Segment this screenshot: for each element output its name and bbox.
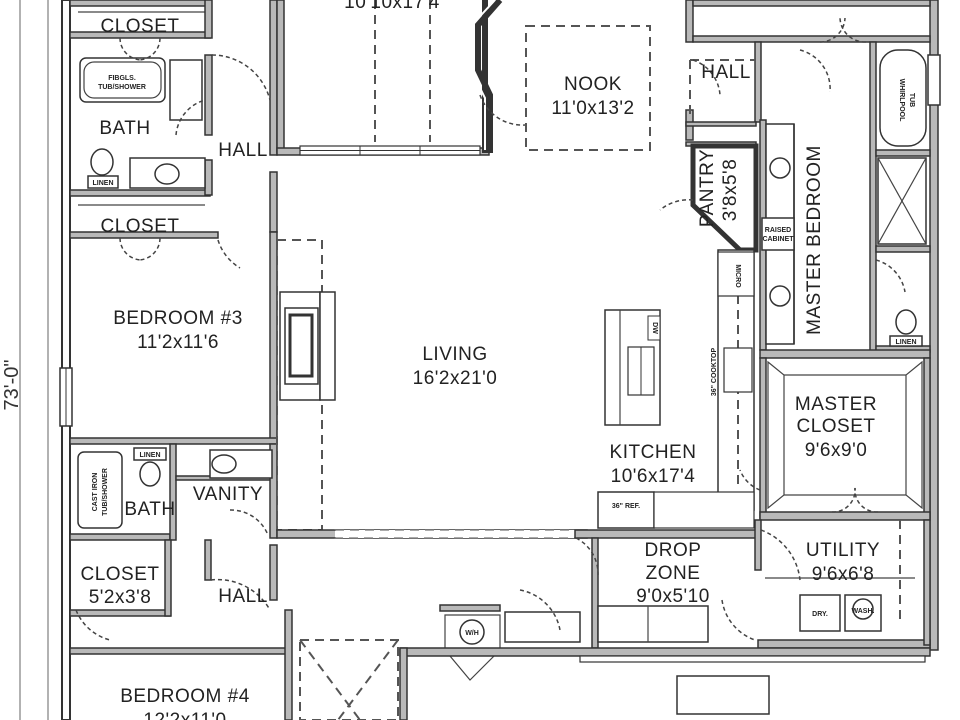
toilet-master — [895, 309, 917, 335]
bath-top-label: BATH — [99, 118, 150, 139]
nook-name: NOOK — [564, 74, 622, 95]
tub-top — [79, 57, 166, 103]
sink-top — [154, 163, 180, 185]
bedroom3-dims: 11'2x11'6 — [137, 332, 219, 353]
svg-text:FIBGLS.: FIBGLS. — [108, 75, 136, 82]
hall-top-right-label: HALL — [701, 62, 751, 83]
svg-text:CABINET: CABINET — [762, 236, 794, 243]
exterior-walls — [59, 0, 941, 720]
master-closet-name-1: MASTER — [795, 394, 877, 415]
svg-text:WHIRLPOOL: WHIRLPOOL — [898, 79, 905, 122]
kitchen-dims: 10'6x17'4 — [611, 466, 696, 487]
closet-top-label: CLOSET — [100, 16, 179, 37]
svg-text:TUB/SHOWER: TUB/SHOWER — [98, 84, 146, 91]
bath-lower-label: BATH — [124, 499, 175, 520]
svg-text:TUB: TUB — [908, 93, 915, 107]
svg-text:LINEN: LINEN — [140, 452, 161, 459]
living-name: LIVING — [422, 344, 487, 365]
top-center-room-walls — [276, 0, 503, 156]
drop-zone-name-1: DROP — [645, 540, 702, 561]
svg-text:W/H: W/H — [465, 630, 479, 637]
lower-right-walls — [299, 519, 931, 720]
master-bedroom-label: MASTER BEDROOM — [804, 145, 825, 335]
hall-lower-label: HALL — [218, 586, 268, 607]
living-dims: 16'2x21'0 — [413, 368, 498, 389]
svg-text:36" COOKTOP: 36" COOKTOP — [711, 348, 718, 397]
left-wing-walls — [69, 0, 293, 720]
svg-text:DRY.: DRY. — [812, 611, 828, 618]
cast-iron-tub — [77, 451, 123, 529]
svg-text:MICRO: MICRO — [734, 264, 741, 288]
vanity-label: VANITY — [193, 484, 263, 505]
room-labels: 10'10x17'4 CLOSET BATH HALL CLOSET BEDRO… — [80, 0, 880, 720]
bedroom3-name: BEDROOM #3 — [113, 308, 243, 329]
toilet-top — [90, 148, 114, 176]
svg-text:36" REF.: 36" REF. — [612, 503, 640, 510]
closet-mid-label: CLOSET — [100, 216, 179, 237]
drop-zone-dims: 9'0x5'10 — [636, 586, 710, 607]
closet-lower-dims: 5'2x3'8 — [89, 587, 152, 608]
top-room-dims: 10'10x17'4 — [344, 0, 440, 13]
bathroom-fixtures: FIBGLS. TUB/SHOWER LINEN WHIRLPOOL TUB L… — [77, 49, 927, 637]
closet-lower-name: CLOSET — [80, 564, 159, 585]
svg-text:TUB/SHOWER: TUB/SHOWER — [102, 468, 109, 516]
master-tub — [879, 49, 927, 147]
drop-zone-name-2: ZONE — [646, 563, 701, 584]
utility-name: UTILITY — [806, 540, 880, 561]
hall-top-left-label: HALL — [218, 140, 268, 161]
master-closet-dims: 9'6x9'0 — [805, 440, 868, 461]
svg-text:DW: DW — [651, 322, 658, 334]
dimension-line-left: 73'-0" — [1, 0, 49, 720]
bedroom4-name: BEDROOM #4 — [120, 686, 250, 707]
master-closet-name-2: CLOSET — [796, 416, 875, 437]
pantry-dims: 3'8x5'8 — [720, 159, 741, 222]
pantry-name: PANTRY — [697, 149, 718, 227]
bedroom4-dims: 12'2x11'0 — [143, 710, 226, 720]
nook-dims: 11'0x13'2 — [551, 98, 634, 119]
svg-text:LINEN: LINEN — [896, 339, 917, 346]
kitchen-name: KITCHEN — [610, 442, 697, 463]
door-swings — [75, 17, 906, 641]
living-kitchen-walls — [276, 239, 931, 539]
svg-text:CAST IRON: CAST IRON — [92, 473, 99, 512]
svg-text:WASH.: WASH. — [852, 608, 875, 615]
svg-text:RAISED: RAISED — [765, 227, 791, 234]
utility-dims: 9'6x6'8 — [812, 564, 875, 585]
dimension-label-left: 73'-0" — [1, 360, 23, 411]
svg-text:LINEN: LINEN — [93, 180, 114, 187]
